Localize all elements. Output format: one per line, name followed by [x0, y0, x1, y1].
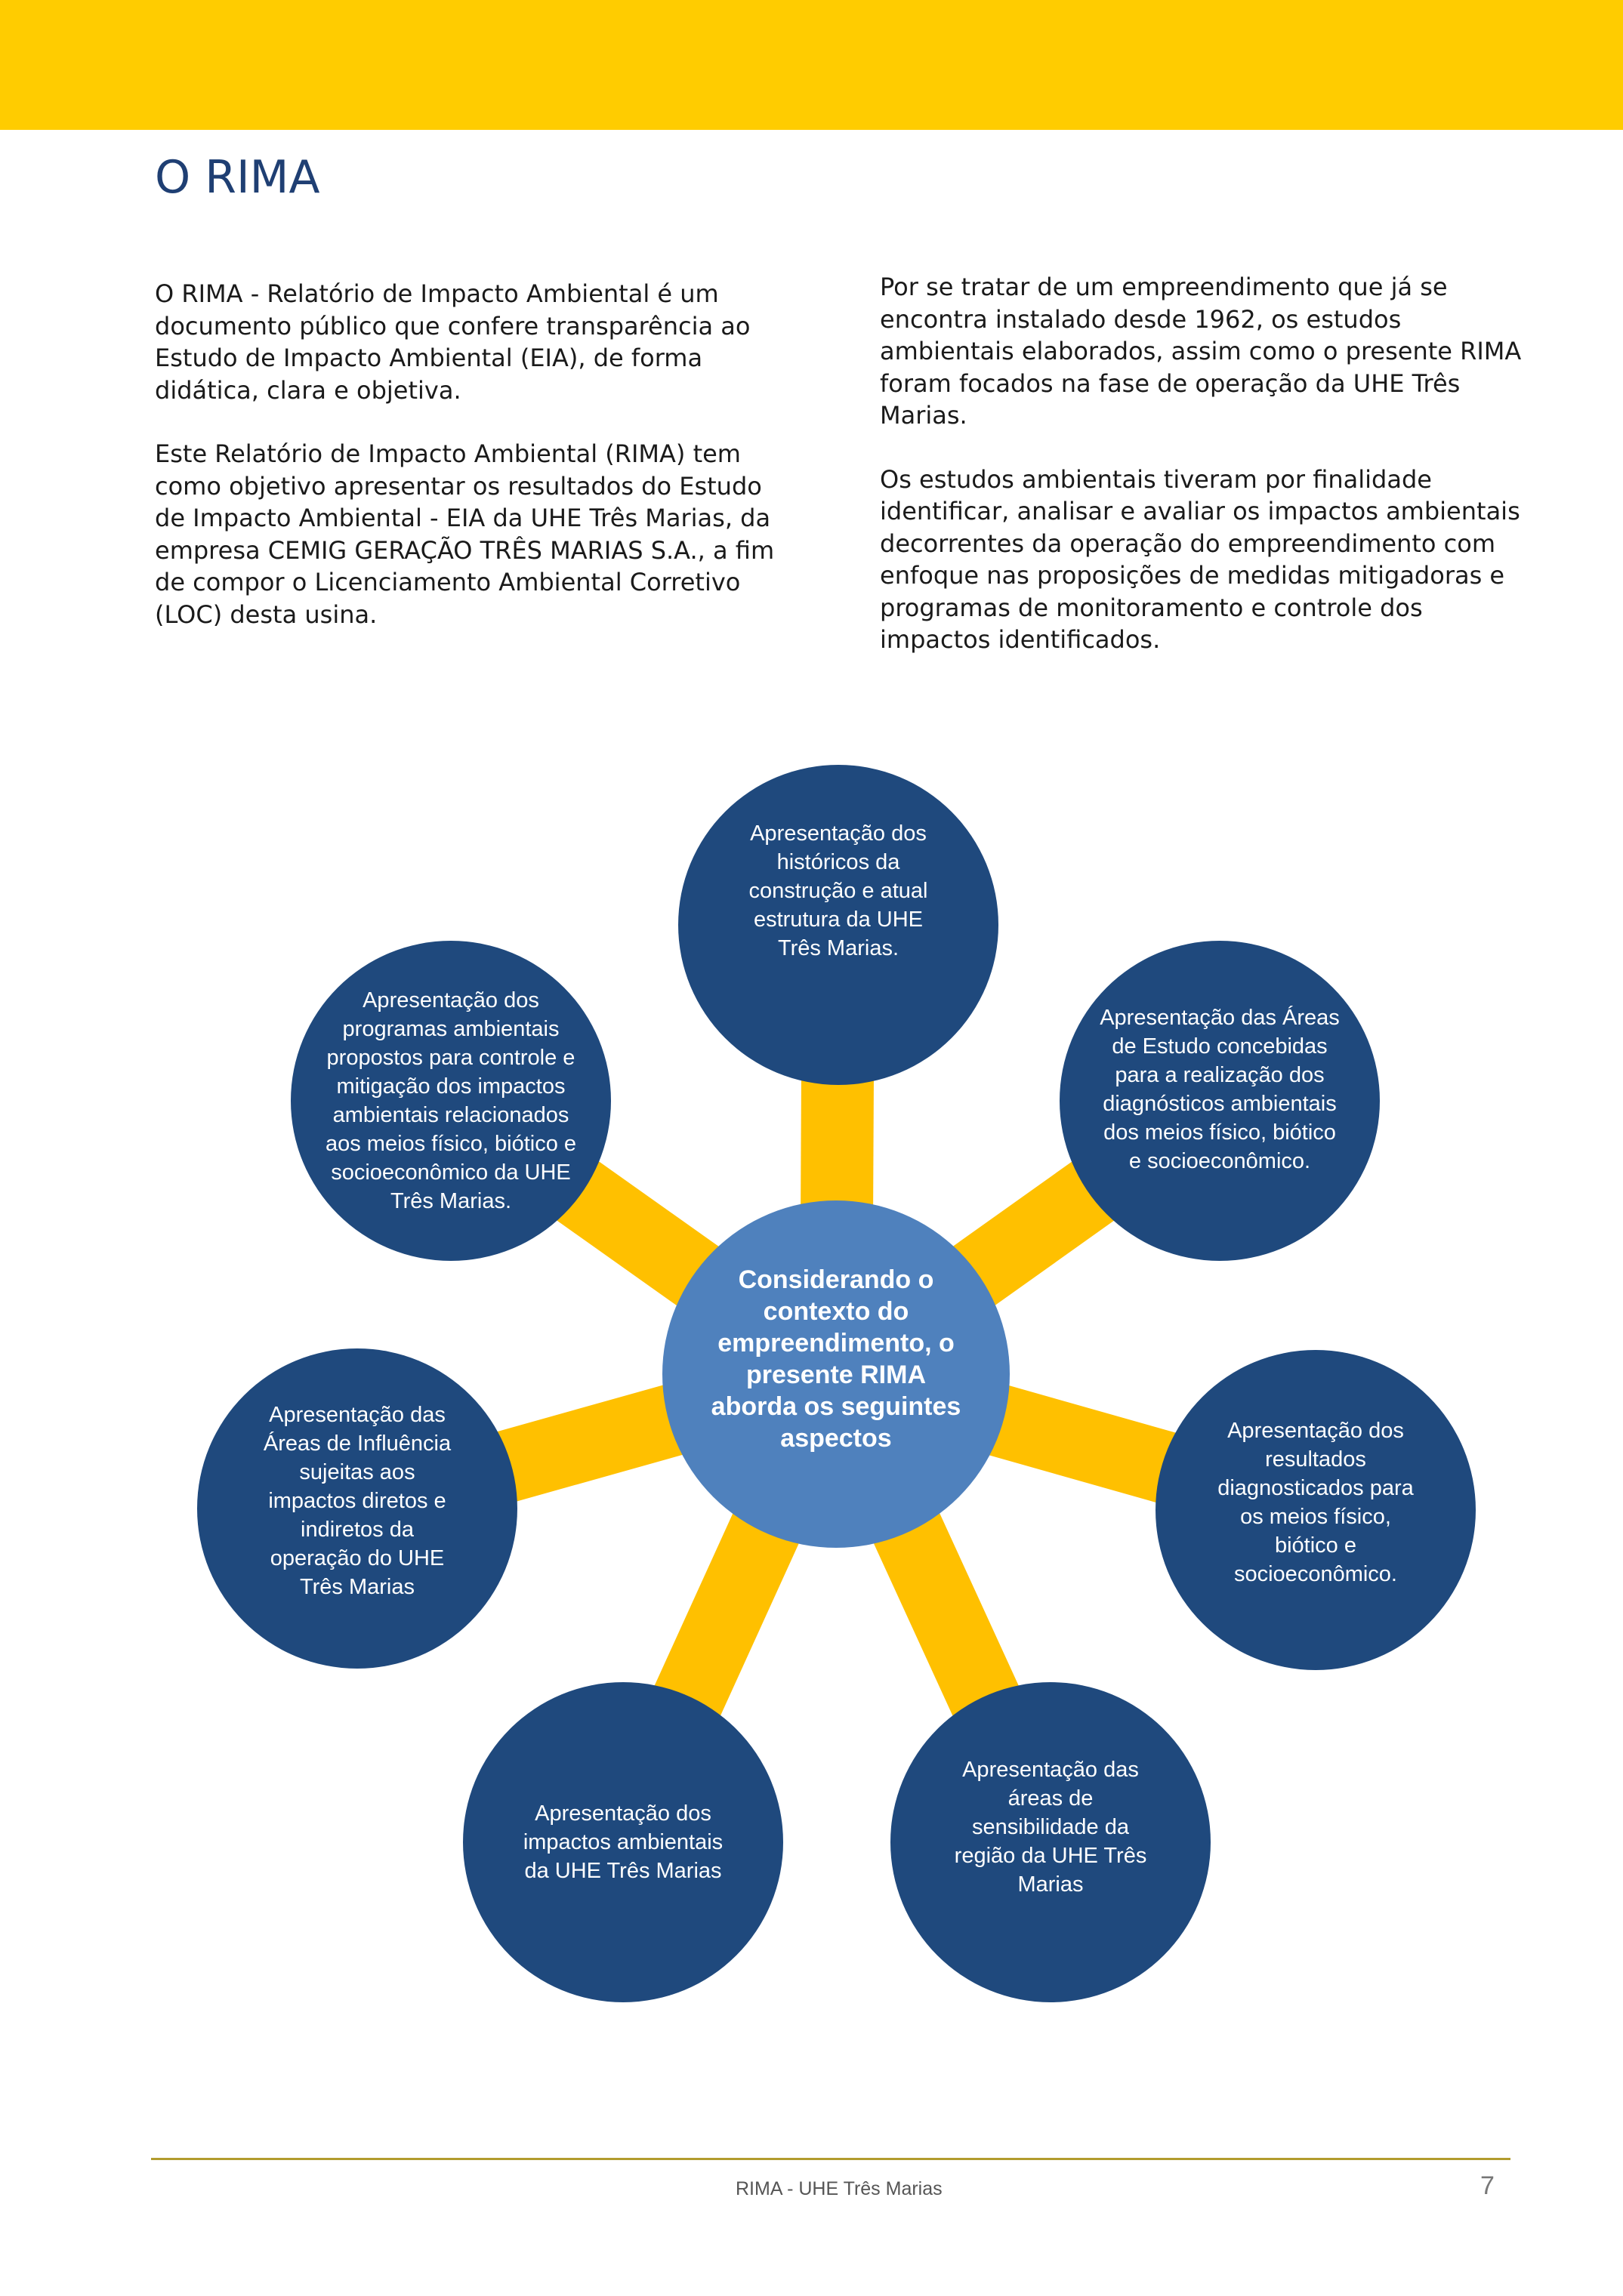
- node-label-line: ambientais relacionados: [332, 1103, 569, 1127]
- node-label-line: indiretos da: [301, 1518, 414, 1542]
- node-label-line: Apresentação dos: [750, 821, 927, 846]
- node-label-line: Apresentação dos: [535, 1801, 711, 1826]
- node-circle-lower-right: [890, 1682, 1211, 2002]
- footer-text: RIMA - UHE Três Marias: [736, 2178, 943, 2199]
- node-label-line: mitigação dos impactos: [336, 1074, 566, 1099]
- node-label-line: históricos da: [776, 850, 900, 874]
- right-paragraph-2: Os estudos ambientais tiveram por finali…: [880, 464, 1520, 655]
- node-label-line: socioeconômico.: [1233, 1562, 1397, 1586]
- node-circle-upper-right: [1060, 941, 1380, 1261]
- left-paragraph-1: O RIMA - Relatório de Impacto Ambiental …: [155, 279, 751, 405]
- header-band: [0, 0, 1623, 130]
- node-label-line: diagnósticos ambientais: [1103, 1092, 1337, 1116]
- node-label-top: Apresentação dos históricos da construção …: [678, 765, 998, 1085]
- node-label-line: aos meios físico, biótico e: [325, 1132, 577, 1156]
- node-label-line: Áreas de Influência: [263, 1432, 452, 1456]
- left-text-column: O RIMA - Relatório de Impacto Ambiental …: [155, 278, 782, 662]
- node-label-line: Apresentação das Áreas: [1100, 1006, 1340, 1030]
- center-label: Considerando o contexto do empreendiment…: [677, 1223, 995, 1525]
- node-label-line: programas ambientais: [342, 1017, 560, 1041]
- connector-upper-right: [938, 1157, 1122, 1317]
- connector-left: [489, 1379, 701, 1504]
- connector-upper-left: [550, 1156, 734, 1317]
- node-label-line: operação do UHE: [270, 1546, 445, 1570]
- connector-lower-right: [865, 1496, 1023, 1724]
- left-paragraph-2: Este Relatório de Impacto Ambiental (RIM…: [155, 439, 775, 629]
- node-label-line: Três Marias.: [390, 1189, 512, 1213]
- center-label-line: empreendimento, o: [717, 1329, 955, 1358]
- node-circle-lower-left: [463, 1682, 783, 2002]
- node-label-upper-left: Apresentação dos programas ambientais prop…: [291, 941, 611, 1261]
- center-circle: [662, 1200, 1010, 1548]
- center-label-line: Considerando o: [738, 1265, 934, 1294]
- node-label-line: socioeconômico da UHE: [331, 1160, 571, 1185]
- center-label-line: aborda os seguintes: [711, 1392, 961, 1421]
- node-label-line: construção e atual: [748, 879, 928, 903]
- node-label-line: para a realização dos: [1115, 1063, 1325, 1087]
- node-label-line: Apresentação das: [269, 1403, 446, 1427]
- node-label-line: propostos para controle e: [326, 1046, 575, 1070]
- node-label-line: os meios físico,: [1240, 1505, 1391, 1529]
- node-label-line: de Estudo concebidas: [1112, 1034, 1328, 1059]
- node-label-line: impactos diretos e: [268, 1489, 446, 1513]
- node-label-line: resultados: [1265, 1447, 1366, 1472]
- right-text-column: Por se tratar de um empreendimento que j…: [880, 271, 1522, 688]
- node-label-line: e socioeconômico.: [1128, 1149, 1311, 1173]
- right-paragraph-1: Por se tratar de um empreendimento que j…: [880, 273, 1522, 430]
- page-number: 7: [1480, 2171, 1495, 2200]
- node-label-line: sensibilidade da: [972, 1815, 1129, 1839]
- node-label-line: biótico e: [1274, 1533, 1356, 1558]
- node-label-line: sujeitas aos: [299, 1460, 415, 1484]
- node-circle-left: [197, 1348, 517, 1669]
- connector-right: [971, 1380, 1184, 1505]
- node-label-line: Três Marias: [300, 1575, 415, 1599]
- node-label-right: Apresentação dos resultados diagnosticados…: [1156, 1350, 1476, 1670]
- node-label-upper-right: Apresentação das Áreas de Estudo concebid…: [1060, 941, 1380, 1261]
- node-label-lower-left: Apresentação dos impactos ambientais da UH…: [463, 1682, 783, 2002]
- node-label-line: Marias: [1017, 1872, 1084, 1897]
- node-label-line: estrutura da UHE: [753, 908, 924, 932]
- node-label-line: diagnosticados para: [1217, 1476, 1414, 1500]
- connector-top: [801, 1071, 875, 1224]
- node-label-line: Apresentação das: [962, 1758, 1139, 1782]
- node-label-line: áreas de: [1007, 1786, 1094, 1811]
- diagram-connectors: [489, 1071, 1184, 1724]
- page-title: O RIMA: [155, 151, 320, 204]
- node-label-line: Apresentação dos: [363, 988, 539, 1012]
- center-label-line: contexto do: [763, 1297, 909, 1326]
- node-label-line: Apresentação dos: [1227, 1419, 1404, 1443]
- node-label-line: região da UHE Três: [954, 1844, 1147, 1868]
- node-circle-upper-left: [291, 941, 611, 1261]
- node-circle-right: [1156, 1350, 1476, 1670]
- node-label-line: da UHE Três Marias: [524, 1859, 722, 1883]
- node-label-lower-right: Apresentação das áreas de sensibilidade da…: [890, 1682, 1211, 2002]
- node-label-line: dos meios físico, biótico: [1103, 1120, 1336, 1145]
- footer-rule: [151, 2158, 1510, 2160]
- diagram-outer-circles: [197, 765, 1476, 2002]
- node-label-line: Três Marias.: [777, 936, 899, 960]
- node-label-line: impactos ambientais: [523, 1830, 724, 1854]
- connector-lower-left: [651, 1496, 807, 1724]
- center-label-line: aspectos: [780, 1424, 892, 1453]
- center-label-line: presente RIMA: [745, 1361, 927, 1389]
- node-circle-top: [678, 765, 998, 1085]
